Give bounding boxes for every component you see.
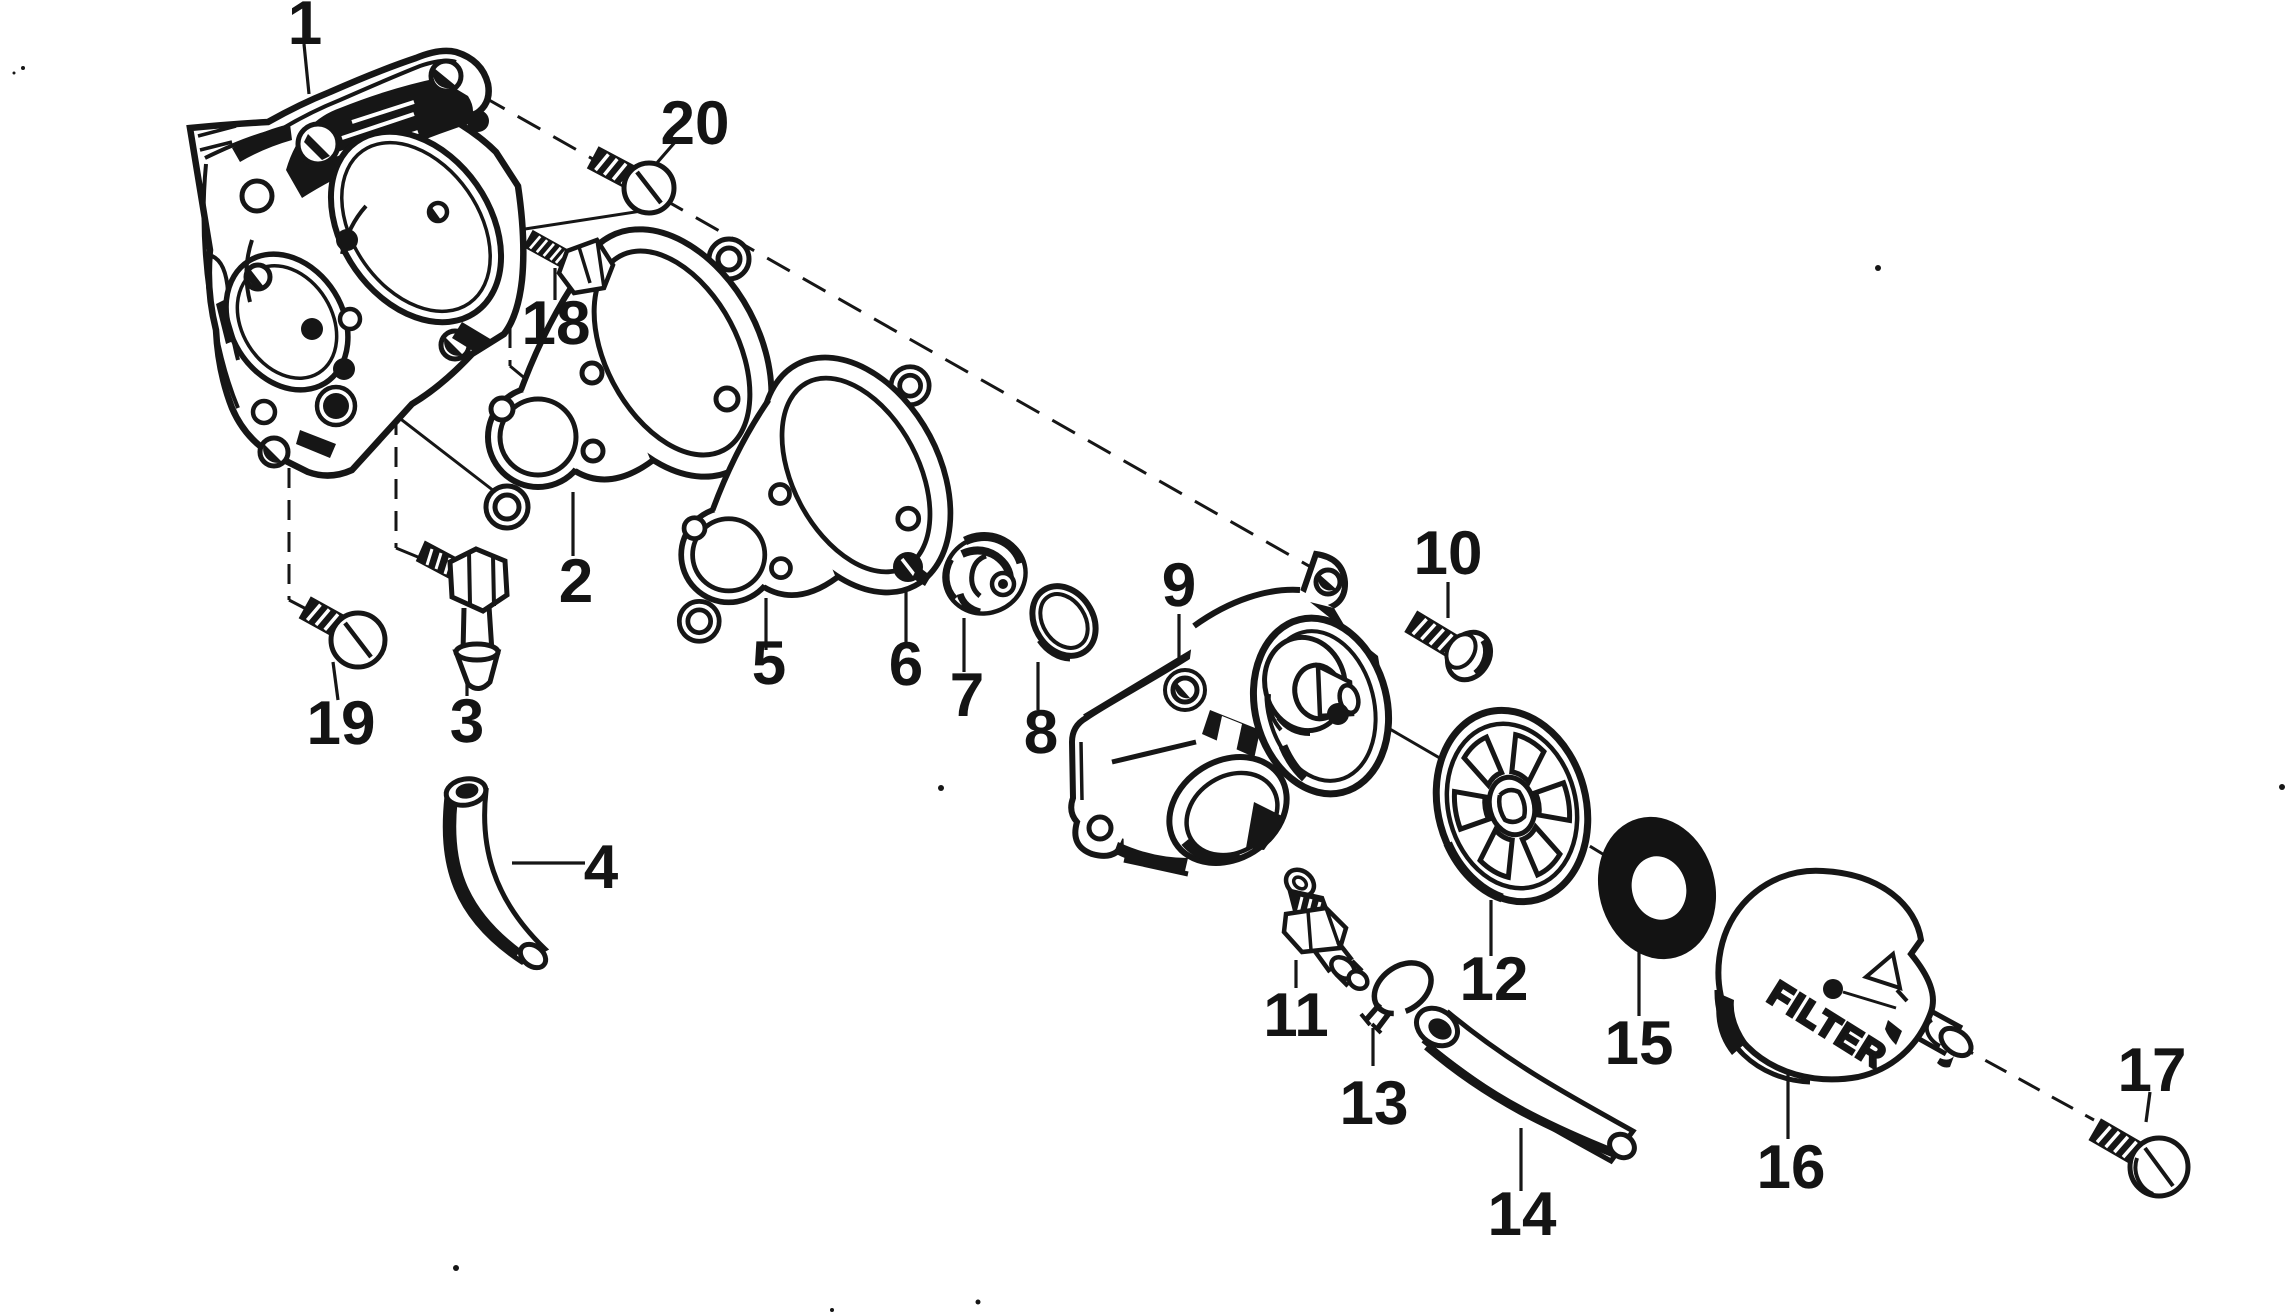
svg-text:1: 1 xyxy=(288,0,322,58)
svg-text:13: 13 xyxy=(1340,1069,1409,1138)
svg-text:11: 11 xyxy=(1263,981,1329,1050)
svg-text:3: 3 xyxy=(450,687,484,756)
svg-text:19: 19 xyxy=(307,689,376,758)
svg-text:17: 17 xyxy=(2118,1036,2187,1105)
svg-text:5: 5 xyxy=(752,629,786,698)
svg-text:7: 7 xyxy=(950,661,984,730)
svg-text:20: 20 xyxy=(661,89,730,158)
svg-text:8: 8 xyxy=(1024,698,1058,767)
svg-text:6: 6 xyxy=(889,630,923,699)
svg-text:2: 2 xyxy=(559,547,593,616)
svg-text:4: 4 xyxy=(584,833,619,902)
svg-text:12: 12 xyxy=(1460,945,1529,1014)
svg-text:15: 15 xyxy=(1605,1009,1674,1078)
svg-text:10: 10 xyxy=(1414,519,1483,588)
svg-text:9: 9 xyxy=(1162,551,1196,620)
svg-text:18: 18 xyxy=(522,289,591,358)
svg-text:14: 14 xyxy=(1488,1180,1557,1249)
svg-text:16: 16 xyxy=(1757,1133,1826,1202)
